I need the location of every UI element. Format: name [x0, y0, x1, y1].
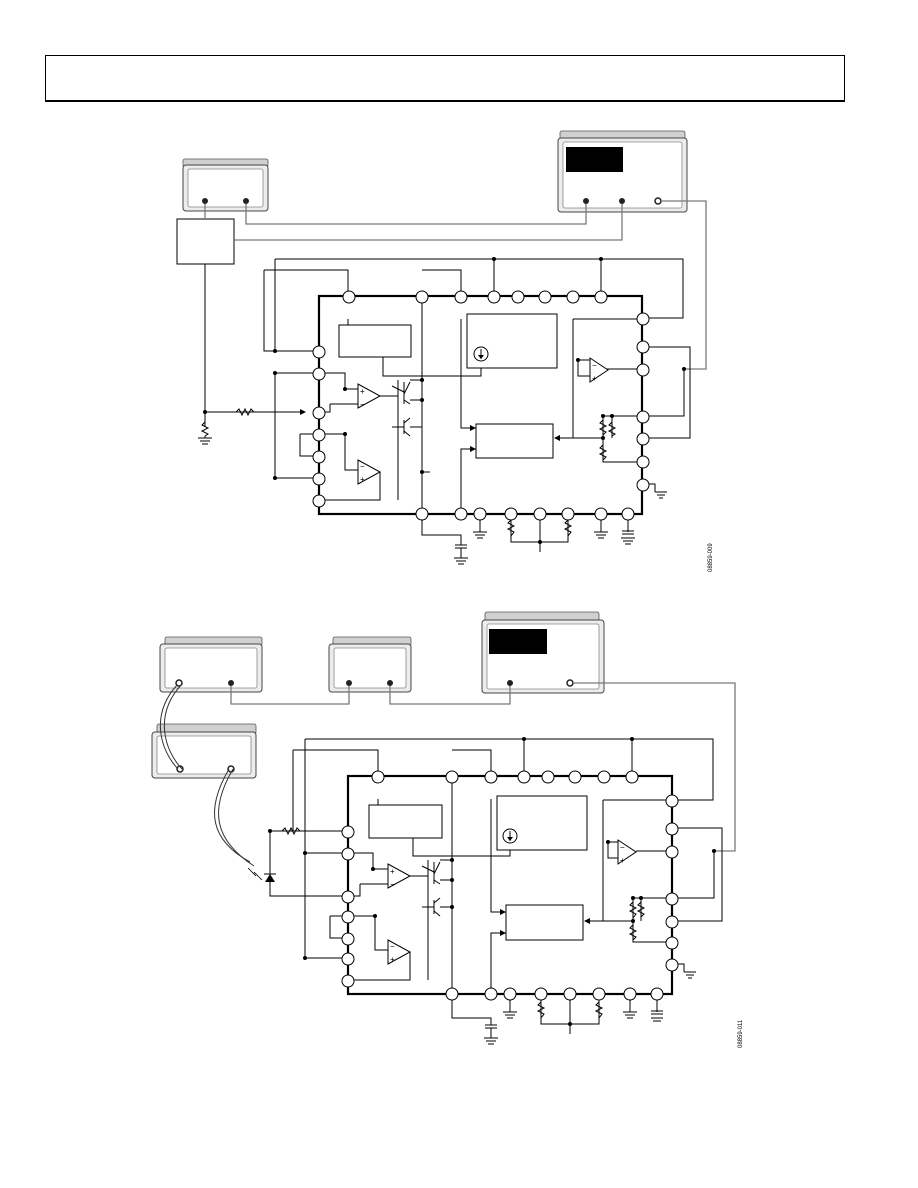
svg-text:+: +	[620, 856, 625, 865]
page-header-box	[45, 55, 845, 102]
meter-terminal-a[interactable]	[583, 198, 589, 204]
test-circuit-diagram-bottom: + − − + − +	[151, 611, 744, 1048]
figure-id-bottom: 08859-011	[738, 1019, 744, 1048]
svg-text:−: −	[360, 400, 365, 409]
instrument-large-meter	[557, 130, 688, 213]
svg-text:+: +	[360, 475, 365, 484]
meter-terminal-b[interactable]	[619, 198, 625, 204]
svg-text:−: −	[592, 361, 597, 370]
instrument-small-meter	[182, 158, 269, 212]
svg-text:+: +	[390, 955, 395, 964]
meter-display	[566, 147, 623, 172]
right-meter-display	[489, 629, 547, 654]
svg-text:−: −	[390, 942, 395, 951]
svg-text:−: −	[360, 462, 365, 471]
instrument-right-meter	[481, 611, 605, 694]
instrument-middle-meter	[328, 636, 412, 693]
source-box	[176, 218, 235, 265]
instrument-left-meter	[159, 636, 263, 693]
svg-text:+: +	[390, 867, 395, 876]
left-meter-terminal-2[interactable]	[228, 680, 234, 686]
test-circuit-diagram-top: + − − + − +	[176, 130, 714, 572]
svg-text:−: −	[390, 880, 395, 889]
svg-text:+: +	[360, 387, 365, 396]
meter-terminal-2[interactable]	[243, 198, 249, 204]
svg-text:+: +	[592, 374, 597, 383]
left-meter-terminal-1[interactable]	[175, 679, 183, 687]
figure-id-top: 08859-009	[708, 543, 714, 572]
svg-text:−: −	[620, 843, 625, 852]
meter-terminal-1[interactable]	[202, 198, 208, 204]
meter-terminal-c[interactable]	[654, 197, 662, 205]
photodiode-icon	[265, 874, 275, 882]
instrument-light-source	[151, 723, 257, 779]
